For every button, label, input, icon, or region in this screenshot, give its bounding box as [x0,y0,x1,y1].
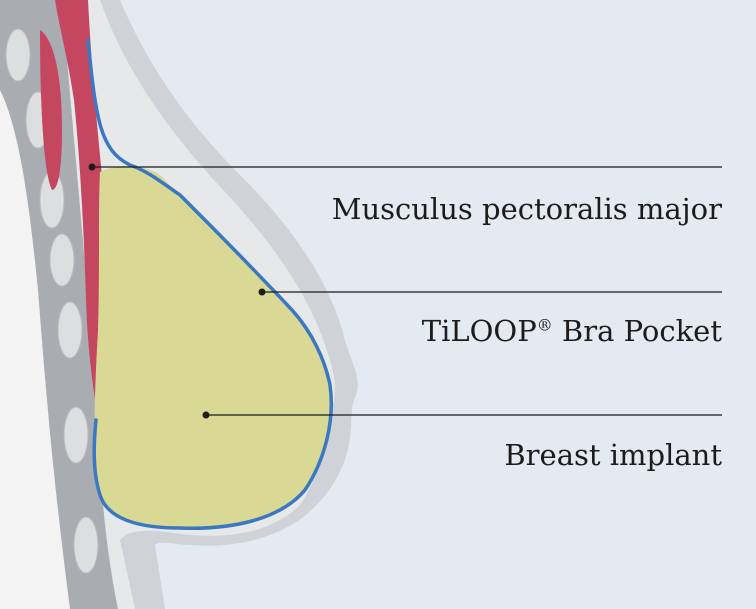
muscle-minor [40,30,62,190]
leader-dot-muscle [88,163,96,171]
rib [5,28,31,82]
chest-wall [0,90,70,609]
implant [94,165,332,529]
label-bra-pocket-name: TiLOOP [421,314,537,348]
rib [49,233,75,287]
leader-dots [88,163,266,419]
rib [63,406,89,464]
label-implant: Breast implant [504,438,722,472]
label-bra-pocket-rest: Bra Pocket [552,314,722,348]
leader-dot-implant [202,411,210,419]
leader-dot-pocket [258,288,266,296]
rib [73,516,99,574]
label-bra-pocket: TiLOOP® Bra Pocket [422,317,722,346]
label-muscle: Musculus pectoralis major [331,192,722,226]
registered-mark: ® [536,315,553,335]
bra-pocket-outline [86,38,334,530]
leader-lines [92,166,722,416]
rib [57,301,83,359]
